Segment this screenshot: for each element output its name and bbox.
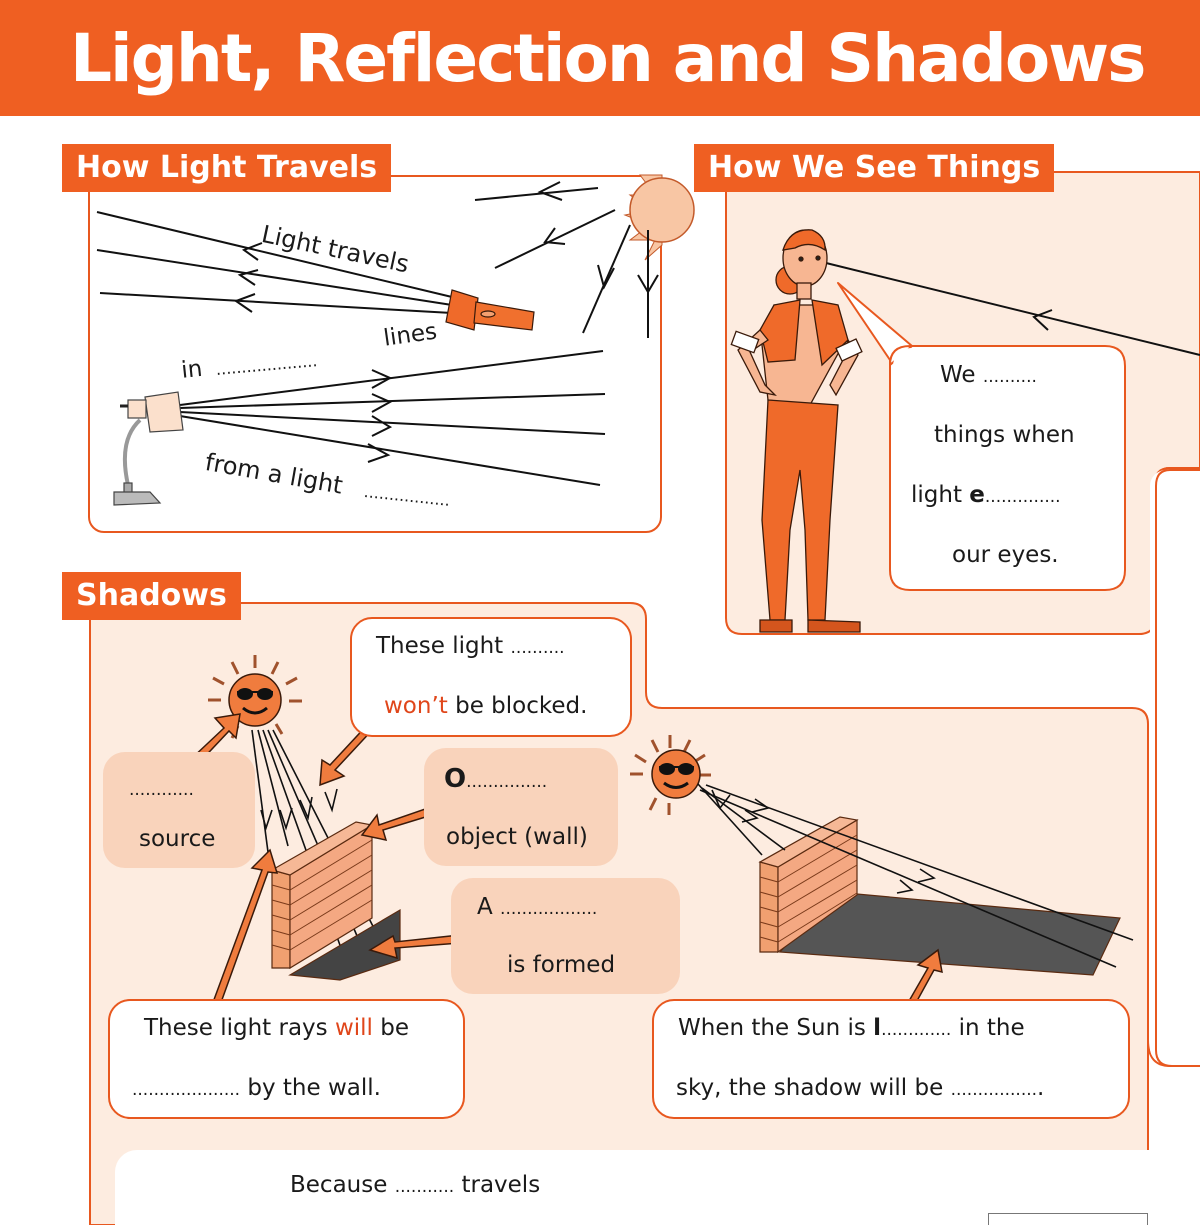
blank-enters[interactable]: ..............	[984, 487, 1061, 507]
shadow-formed-box: A .................. is formed	[451, 878, 680, 994]
bubble-line-4: our eyes.	[952, 542, 1059, 568]
blank-opaque[interactable]: ...............	[466, 772, 548, 792]
desk-lamp-icon	[113, 391, 184, 506]
arrow-to-shadow	[368, 934, 461, 960]
brick-wall-left	[270, 821, 401, 981]
answer-box[interactable]	[988, 1213, 1148, 1225]
section-label-how-light-travels: How Light Travels	[62, 144, 392, 192]
sun-icon	[623, 174, 695, 261]
girl-figure	[730, 229, 863, 633]
sun-with-sunglasses-icon-left	[208, 655, 302, 739]
blank-because[interactable]: ...........	[394, 1177, 455, 1197]
blank-shadow[interactable]: ..................	[500, 899, 598, 919]
page-title: Light, Reflection and Shadows	[70, 20, 1146, 97]
how-light-travels-panel	[88, 175, 662, 533]
brick-wall-right	[758, 816, 1121, 976]
blank-blocked[interactable]: ....................	[132, 1080, 241, 1100]
opaque-object-box: O............... object (wall)	[424, 748, 618, 866]
title-bar: Light, Reflection and Shadows	[0, 0, 1200, 116]
bottom-question-panel	[115, 1150, 1200, 1225]
blank-light[interactable]: ............	[129, 780, 194, 800]
bubble-line-2: things when	[934, 422, 1075, 448]
section-label-shadows: Shadows	[62, 572, 241, 620]
flashlight-icon	[445, 289, 535, 331]
light-source-box: ............ source	[103, 752, 255, 868]
blank-rays[interactable]: ..........	[510, 638, 565, 658]
bubble-line-1: We ..........	[940, 362, 1037, 388]
sun-low-box: When the Sun is l............. in the sk…	[652, 999, 1130, 1119]
blank-long[interactable]: ................	[950, 1080, 1038, 1100]
bubble-line-3: light e..............	[911, 482, 1061, 508]
arrow-to-rays-blocked	[211, 848, 279, 1010]
blank-low[interactable]: .............	[881, 1020, 952, 1040]
bottom-line-1: Because ........... travels	[290, 1172, 541, 1198]
sun-with-sunglasses-icon-right	[630, 735, 711, 815]
section-label-how-we-see-things: How We See Things	[694, 144, 1055, 192]
blank-see[interactable]: ..........	[982, 367, 1037, 387]
rays-blocked-box: These light rays will be ...............…	[108, 999, 465, 1119]
arrow-to-wall	[360, 807, 434, 841]
rays-not-blocked-box: These light .......... won’t be blocked.	[350, 617, 632, 737]
